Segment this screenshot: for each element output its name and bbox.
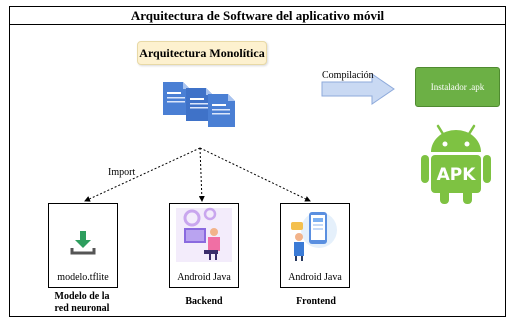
model-card: modelo.tflite [48, 203, 118, 288]
import-arrows [84, 147, 311, 202]
import-label: Import [108, 167, 136, 178]
backend-card: Android Java [169, 203, 239, 288]
installer-apk-box: Instalador .apk [415, 67, 500, 107]
svg-text:APK: APK [437, 165, 477, 185]
model-label-line2: red neuronal [54, 303, 110, 314]
frontend-card: Android Java [280, 203, 350, 288]
frontend-phone-illustration [291, 212, 337, 261]
android-apk-icon: APK [421, 124, 491, 204]
architecture-box: Arquitectura Monolítica [137, 41, 267, 65]
diagram-frame: Arquitectura de Software del aplicativo … [9, 6, 506, 317]
model-label: Modelo de la red neuronal [40, 291, 124, 315]
backend-developer-illustration [176, 207, 232, 262]
compile-label: Compilación [322, 70, 374, 81]
diagram-title: Arquitectura de Software del aplicativo … [10, 7, 505, 25]
model-label-line1: Modelo de la [54, 291, 110, 302]
compile-arrow [321, 73, 395, 105]
backend-caption: Android Java [177, 272, 231, 283]
download-icon [70, 231, 96, 255]
frontend-caption: Android Java [288, 272, 342, 283]
document-stack-icon [163, 82, 235, 127]
frontend-label: Frontend [296, 296, 336, 307]
model-caption: modelo.tflite [57, 272, 109, 283]
backend-label: Backend [185, 296, 223, 307]
